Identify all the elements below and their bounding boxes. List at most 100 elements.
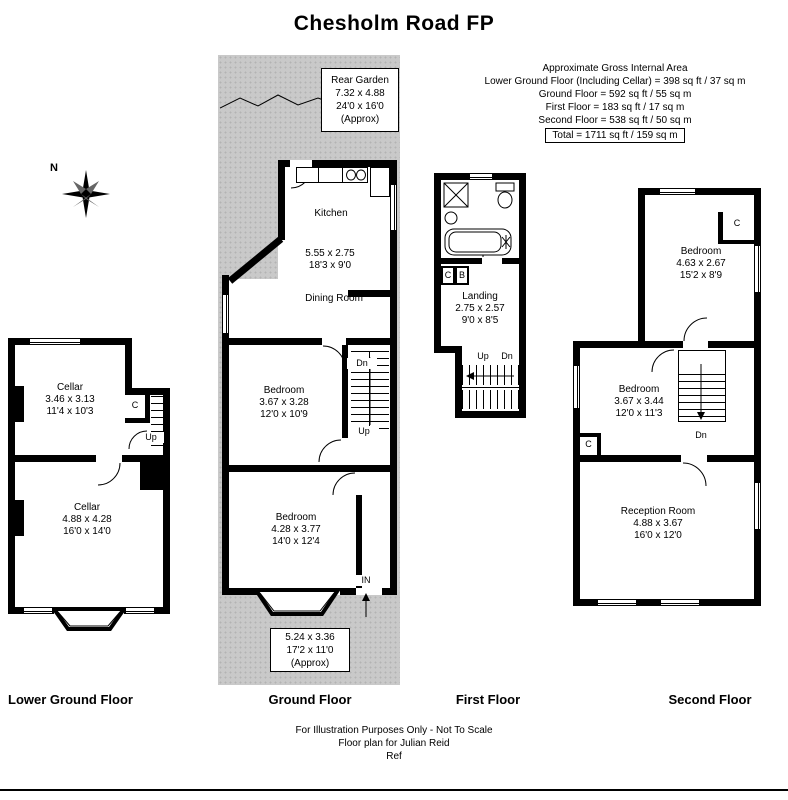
- bathtub-icon: [444, 228, 512, 256]
- wall: [502, 258, 526, 264]
- stairs-down-label: Dn: [681, 430, 721, 441]
- room-dims-imperial: 14'0 x 12'4: [272, 536, 320, 547]
- wall: [125, 338, 132, 395]
- chimney-breast: [8, 500, 24, 536]
- stairs-arrow: [697, 364, 705, 420]
- room-dims-imperial: 12'0 x 10'9: [260, 409, 308, 420]
- room-label-bedroom-mid: Bedroom 3.67 x 3.28 12'0 x 10'9: [244, 385, 324, 421]
- wall: [573, 341, 580, 606]
- wall: [708, 341, 761, 348]
- wall: [718, 240, 761, 244]
- lower-ground-floor-plan: C Up Cellar 3.46 x 3.13 11'4 x 10'3 Cell…: [8, 338, 170, 631]
- room-name: Reception Room: [620, 506, 696, 517]
- garden-approx-note: (Approx): [290, 657, 330, 669]
- wall: [125, 418, 149, 423]
- room-dims-imperial: 11'4 x 10'3: [46, 406, 94, 417]
- floor-label-first: First Floor: [455, 692, 521, 707]
- stairs-up-label: Up: [138, 432, 164, 443]
- room-label-bedroom-mid: Bedroom 3.67 x 3.44 12'0 x 11'3: [597, 384, 681, 420]
- door-arc: [318, 439, 342, 463]
- window: [390, 185, 397, 230]
- front-garden-label-box: 5.24 x 3.36 17'2 x 11'0 (Approx): [270, 628, 350, 672]
- wall: [348, 290, 397, 297]
- floor-label-ground: Ground Floor: [268, 692, 352, 707]
- room-dims-metric: 4.88 x 3.67: [633, 518, 683, 529]
- closet-label: C: [580, 439, 597, 450]
- wall: [707, 455, 761, 462]
- kitchen-dims: 5.55 x 2.75 18'3 x 9'0: [290, 248, 370, 272]
- room-dims-imperial: 15'2 x 8'9: [679, 270, 723, 281]
- wall: [754, 188, 761, 606]
- area-line-first: First Floor = 183 sq ft / 17 sq m: [545, 102, 685, 113]
- area-line-lower-ground: Lower Ground Floor (Including Cellar) = …: [484, 76, 746, 87]
- stairs: [462, 365, 519, 385]
- room-label-cellar-small: Cellar 3.46 x 3.13 11'4 x 10'3: [26, 382, 114, 418]
- boiler-label: B: [458, 270, 465, 280]
- room-dims-metric: 3.46 x 3.13: [45, 394, 95, 405]
- wall: [312, 160, 397, 167]
- room-name: Dining Room: [305, 293, 363, 304]
- garden-dims-metric: 7.32 x 4.88: [335, 88, 385, 99]
- compass-icon: [62, 170, 110, 218]
- chimney-breast: [8, 386, 24, 422]
- window: [470, 173, 492, 180]
- room-name: Kitchen: [314, 208, 348, 219]
- stairs-up-label: Up: [349, 426, 379, 437]
- room-name: Bedroom: [618, 384, 660, 395]
- room-dims-metric: 4.28 x 3.77: [271, 524, 321, 535]
- room-dims-metric: 5.55 x 2.75: [305, 248, 355, 259]
- garden-approx-note: (Approx): [340, 114, 380, 125]
- room-name: Landing: [462, 291, 498, 302]
- footer-disclaimer: For Illustration Purposes Only - Not To …: [295, 725, 493, 736]
- entrance-label: IN: [353, 575, 379, 586]
- stairs: [462, 390, 519, 409]
- garden-break-line: [220, 94, 335, 109]
- garden-name: Rear Garden: [331, 75, 389, 86]
- window: [222, 295, 229, 333]
- garden-dims-imperial: 24'0 x 16'0: [336, 101, 384, 112]
- rear-garden-label-box: Rear Garden 7.32 x 4.88 24'0 x 16'0 (App…: [321, 68, 399, 132]
- wall: [390, 160, 397, 595]
- closet-label: C: [444, 270, 452, 280]
- sink-icon: [346, 169, 366, 181]
- room-name: Bedroom: [680, 246, 722, 257]
- window: [126, 607, 154, 614]
- wall: [8, 455, 96, 462]
- basin-icon: [444, 211, 458, 225]
- chimney-breast: [140, 462, 163, 490]
- wall: [434, 258, 482, 264]
- door-arc: [683, 317, 708, 342]
- room-dims-imperial: 16'0 x 12'0: [634, 530, 682, 541]
- room-label-reception: Reception Room 4.88 x 3.67 16'0 x 12'0: [613, 506, 703, 542]
- room-dims-imperial: 16'0 x 14'0: [63, 526, 111, 537]
- wall: [455, 411, 526, 418]
- window: [24, 607, 52, 614]
- wall: [573, 341, 683, 348]
- footer-ref: Ref: [386, 751, 402, 762]
- floor-label-lower-ground: Lower Ground Floor: [8, 692, 133, 707]
- footer: For Illustration Purposes Only - Not To …: [0, 724, 788, 763]
- area-heading: Approximate Gross Internal Area: [542, 63, 688, 74]
- window: [754, 246, 761, 292]
- stairs-down-label: Dn: [347, 358, 377, 369]
- bottom-rule: [0, 789, 788, 791]
- wall: [222, 465, 397, 472]
- room-label-dining: Dining Room: [294, 293, 374, 305]
- room-label-cellar-large: Cellar 4.88 x 4.28 16'0 x 14'0: [32, 502, 142, 538]
- wall: [145, 395, 150, 423]
- wall: [638, 188, 761, 195]
- wall: [163, 388, 170, 614]
- closet-label: C: [125, 400, 145, 411]
- room-dims-metric: 3.67 x 3.44: [614, 396, 664, 407]
- room-name: Cellar: [73, 502, 101, 513]
- boiler-label-box: B: [455, 266, 469, 285]
- window: [754, 483, 761, 529]
- area-summary: Approximate Gross Internal Area Lower Gr…: [460, 62, 770, 143]
- stairs-arrow: [466, 372, 514, 380]
- counter-divider: [342, 167, 343, 183]
- wall: [573, 455, 681, 462]
- kitchen-unit: [370, 167, 390, 197]
- wall: [222, 338, 322, 345]
- counter-divider: [318, 167, 319, 183]
